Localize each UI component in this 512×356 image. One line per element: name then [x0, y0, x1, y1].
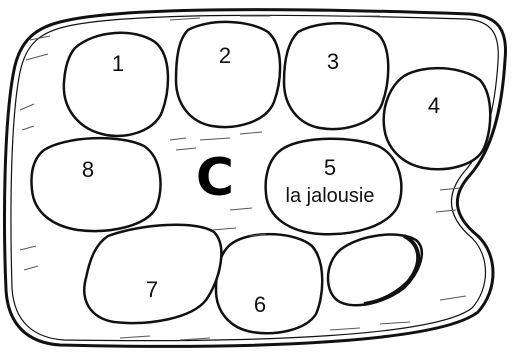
- well-4: [384, 68, 491, 169]
- well-3: [284, 23, 388, 129]
- center-letter: C: [196, 152, 234, 204]
- well-2-number: 2: [219, 45, 231, 67]
- well-1-number: 1: [112, 53, 124, 75]
- well-2: [176, 22, 280, 127]
- well-3-number: 3: [327, 51, 339, 73]
- well-5-text: la jalousie: [286, 186, 375, 206]
- well-4-number: 4: [428, 95, 440, 117]
- well-7: [84, 225, 221, 323]
- thumb-hole: [328, 235, 422, 306]
- well-6-number: 6: [254, 294, 266, 316]
- well-5-number: 5: [324, 157, 336, 179]
- well-7-number: 7: [146, 279, 158, 301]
- well-8: [32, 138, 161, 231]
- well-8-number: 8: [82, 159, 94, 181]
- well-1: [64, 33, 168, 136]
- well-6: [216, 234, 322, 333]
